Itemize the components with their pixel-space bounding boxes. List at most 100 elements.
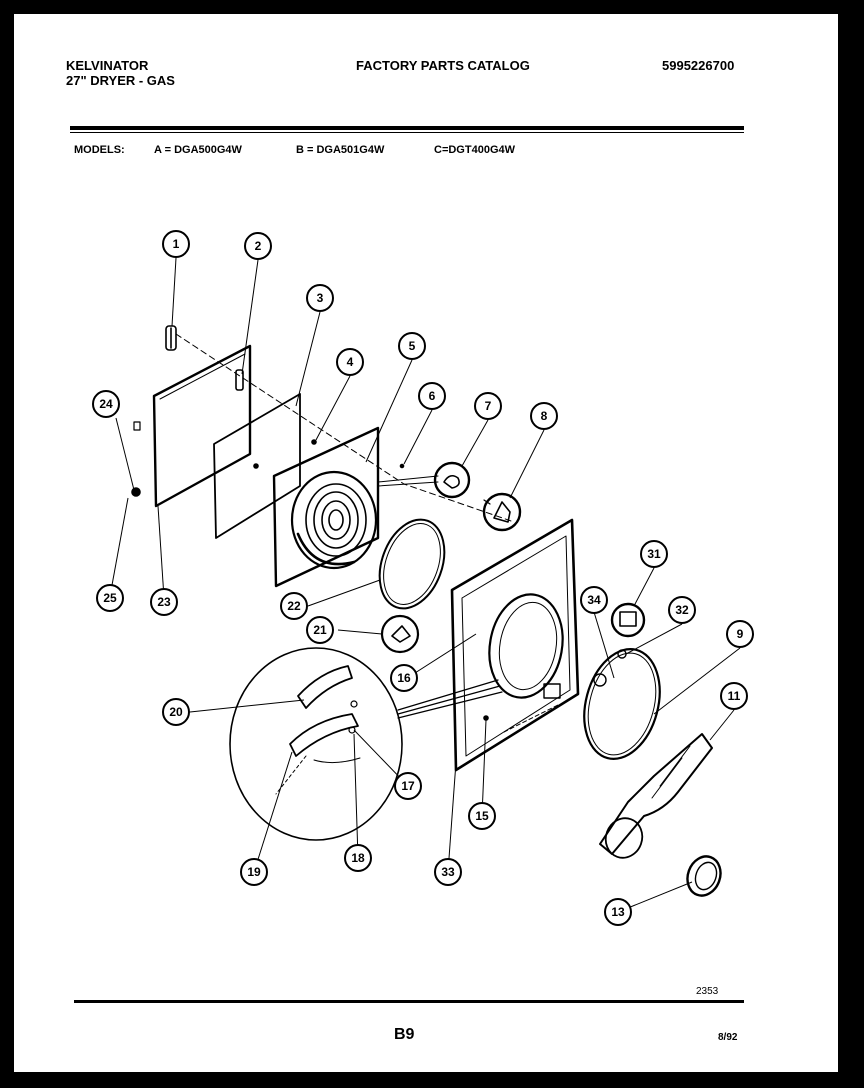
callout-number: 19	[247, 865, 261, 879]
footer-rule	[74, 1000, 744, 1003]
leader-lines	[109, 257, 741, 913]
callout-6: 6	[418, 382, 446, 410]
callout-number: 23	[157, 595, 171, 609]
catalog-title: FACTORY PARTS CATALOG	[356, 58, 530, 73]
callout-8: 8	[530, 402, 558, 430]
screw-24-part	[131, 487, 141, 497]
callout-1: 1	[162, 230, 190, 258]
callout-circle	[96, 584, 124, 612]
callout-31: 31	[640, 540, 668, 568]
callout-13: 13	[604, 898, 632, 926]
callout-circle	[162, 698, 190, 726]
callout-number: 33	[441, 865, 455, 879]
callout-circle	[640, 540, 668, 568]
parts-diagram-page: KELVINATOR 27" DRYER - GAS FACTORY PARTS…	[14, 14, 838, 1072]
callout-number: 3	[317, 291, 324, 305]
callout-number: 11	[728, 689, 741, 703]
callout-21: 21	[306, 616, 334, 644]
models-label: MODELS:	[74, 144, 125, 156]
callout-circle	[580, 586, 608, 614]
callout-number: 8	[541, 409, 548, 423]
model-c: C=DGT400G4W	[434, 144, 515, 156]
door-switch-part	[380, 614, 420, 654]
callout-circle	[336, 348, 364, 376]
callout-34: 34	[580, 586, 608, 614]
callout-23: 23	[150, 588, 178, 616]
drum-seal-part	[583, 648, 661, 760]
header-rule-thin	[70, 132, 744, 133]
callout-circle	[162, 230, 190, 258]
product-name: 27" DRYER - GAS	[66, 73, 175, 88]
header-rule	[70, 126, 744, 130]
callout-circle	[530, 402, 558, 430]
exploded-view-diagram: 1234567891113151617181920212223242531323…	[92, 230, 754, 926]
callout-24: 24	[92, 390, 120, 418]
callout-number: 7	[485, 399, 492, 413]
callout-circle	[306, 284, 334, 312]
detail-inset	[229, 647, 503, 841]
brand-block: KELVINATOR 27" DRYER - GAS	[66, 58, 175, 88]
inner-door-panel-part	[272, 426, 380, 588]
callout-circle	[474, 392, 502, 420]
callout-number: 13	[611, 905, 625, 919]
page-number: B9	[394, 1026, 415, 1043]
clip-part	[399, 463, 405, 469]
callout-25: 25	[96, 584, 124, 612]
hinge-pin-part	[165, 325, 177, 351]
callout-circle	[468, 802, 496, 830]
callout-number: 15	[475, 809, 489, 823]
door-latch-part	[482, 492, 522, 532]
callout-7: 7	[474, 392, 502, 420]
callout-20: 20	[162, 698, 190, 726]
callout-number: 16	[397, 671, 411, 685]
door-liner-part	[213, 393, 301, 539]
callout-circle	[240, 858, 268, 886]
callout-number: 31	[647, 547, 661, 561]
callout-circle	[418, 382, 446, 410]
callout-circle	[92, 390, 120, 418]
callout-number: 6	[429, 389, 436, 403]
door-seal-part	[378, 518, 446, 610]
callout-number: 25	[103, 591, 117, 605]
revision-date: 8/92	[718, 1032, 738, 1043]
grommet-part	[686, 855, 722, 897]
callout-2: 2	[244, 232, 272, 260]
callout-number: 17	[401, 779, 415, 793]
callout-number: 18	[351, 851, 365, 865]
callout-circle	[726, 620, 754, 648]
door-strike-part	[433, 461, 471, 499]
callout-number: 4	[347, 355, 354, 369]
callout-17: 17	[394, 772, 422, 800]
callout-circle	[394, 772, 422, 800]
drawing-number: 2353	[696, 986, 719, 997]
callout-33: 33	[434, 858, 462, 886]
callout-circle	[398, 332, 426, 360]
callout-19: 19	[240, 858, 268, 886]
callout-number: 20	[169, 705, 183, 719]
callout-4: 4	[336, 348, 364, 376]
exhaust-duct-part	[599, 733, 713, 859]
callout-circle	[668, 596, 696, 624]
callout-number: 1	[173, 237, 180, 251]
callout-number: 5	[409, 339, 416, 353]
callout-circle	[434, 858, 462, 886]
callout-circle	[604, 898, 632, 926]
callout-number: 32	[675, 603, 689, 617]
callout-circle	[150, 588, 178, 616]
callout-15: 15	[468, 802, 496, 830]
callout-5: 5	[398, 332, 426, 360]
callout-number: 9	[737, 627, 744, 641]
callout-circle	[244, 232, 272, 260]
callout-circle	[344, 844, 372, 872]
callout-3: 3	[306, 284, 334, 312]
callout-16: 16	[390, 664, 418, 692]
callout-32: 32	[668, 596, 696, 624]
callout-circle	[720, 682, 748, 710]
light-bracket-part	[610, 602, 646, 638]
callout-9: 9	[726, 620, 754, 648]
model-a: A = DGA500G4W	[154, 144, 242, 156]
callout-11: 11	[720, 682, 748, 710]
screw-part	[311, 439, 317, 445]
callout-number: 21	[313, 623, 327, 637]
